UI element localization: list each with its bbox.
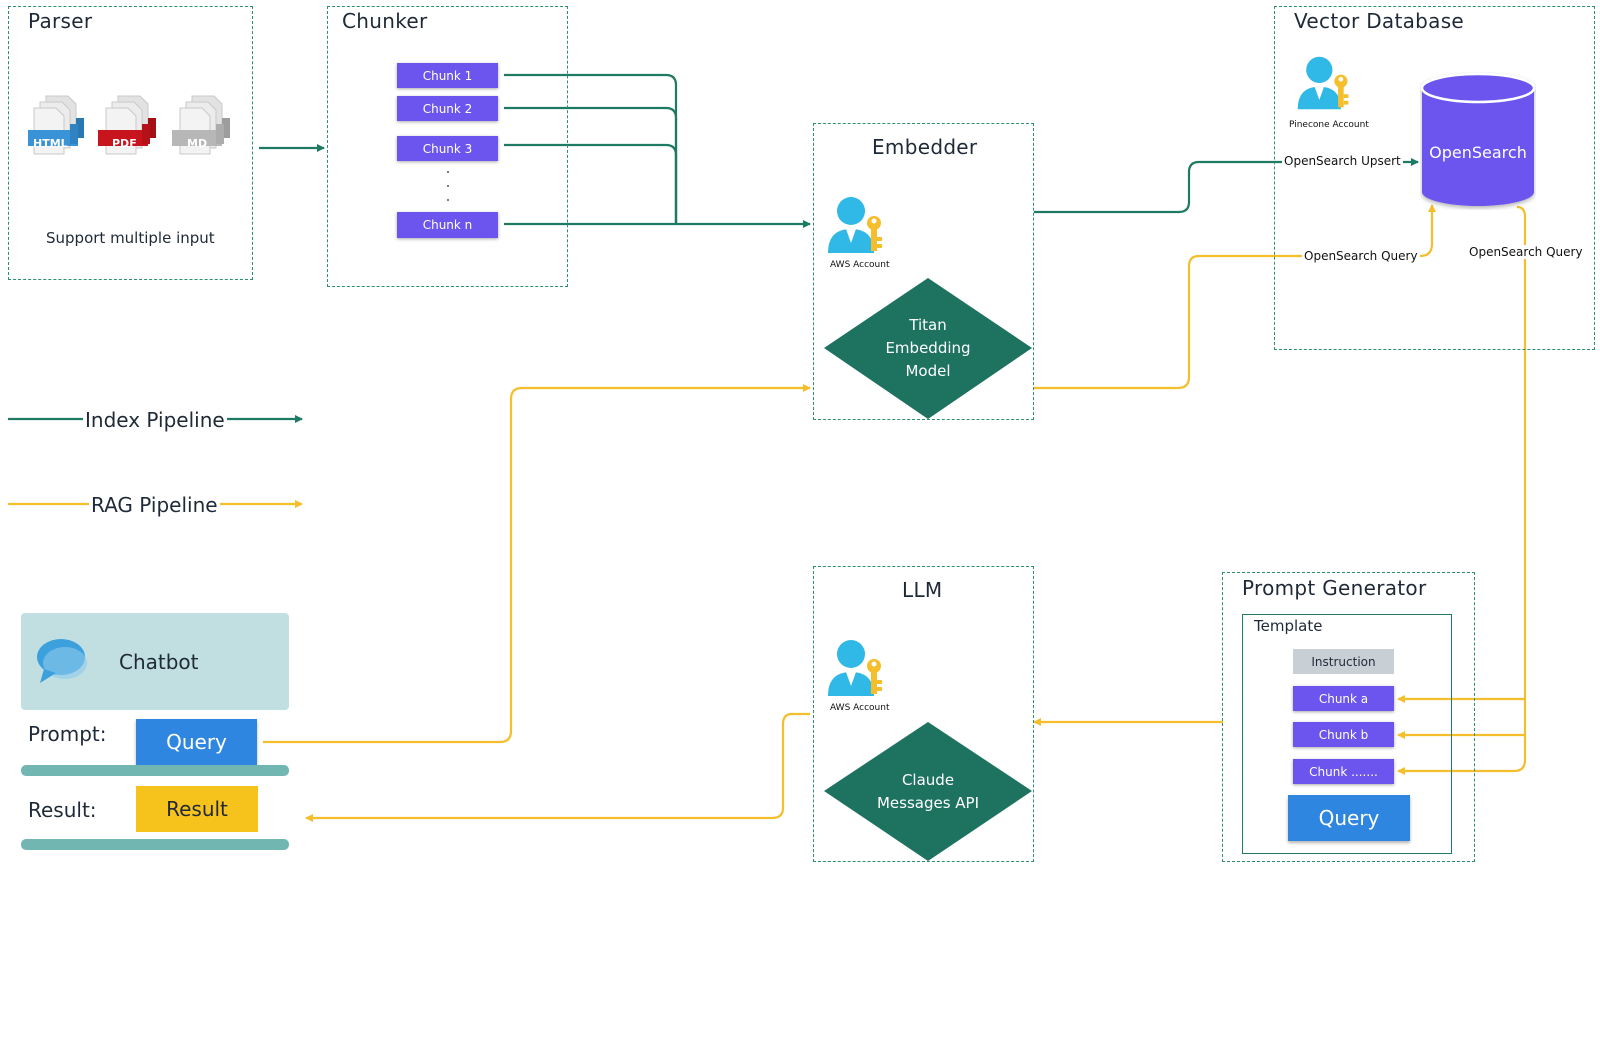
claude-model-label: Claude Messages API bbox=[876, 771, 980, 812]
chunk-3-box: Chunk 3 bbox=[397, 136, 498, 161]
chunk-a-box: Chunk a bbox=[1293, 686, 1394, 711]
embedder-panel bbox=[813, 123, 1034, 420]
opensearch-database-icon bbox=[1420, 72, 1536, 206]
md-file-icon bbox=[172, 95, 230, 155]
chunk-b-box: Chunk b bbox=[1293, 722, 1394, 747]
llm-panel bbox=[813, 566, 1034, 862]
llm-to-result-line bbox=[305, 712, 810, 822]
llm-account-label: AWS Account bbox=[830, 703, 890, 713]
parser-title: Parser bbox=[28, 9, 93, 33]
opensearch-query-in-label: OpenSearch Query bbox=[1302, 249, 1420, 263]
aws-account-icon bbox=[828, 197, 882, 253]
llm-aws-account-icon bbox=[828, 640, 882, 696]
embedder-to-opensearch-query-line bbox=[1034, 204, 1436, 390]
chunk-2-box: Chunk 2 bbox=[397, 96, 498, 121]
chunk3-line bbox=[504, 143, 678, 224]
chunker-panel bbox=[327, 6, 568, 287]
pinecone-account-label: Pinecone Account bbox=[1289, 120, 1369, 130]
chunk2-line bbox=[504, 106, 678, 224]
prompt-generator-title: Prompt Generator bbox=[1242, 576, 1427, 600]
titan-model-label: Titan Embedding Model bbox=[885, 315, 971, 380]
vector-db-panel bbox=[1274, 6, 1595, 350]
chatbot-title: Chatbot bbox=[119, 650, 199, 674]
prompt-generator-panel bbox=[1222, 572, 1475, 862]
legend-rag-label: RAG Pipeline bbox=[89, 493, 220, 517]
instruction-box: Instruction bbox=[1293, 649, 1394, 674]
embedder-title: Embedder bbox=[872, 135, 978, 159]
prompt-label: Prompt: bbox=[28, 722, 107, 746]
llm-title: LLM bbox=[902, 578, 943, 602]
parser-panel bbox=[8, 6, 253, 280]
result-label: Result: bbox=[28, 798, 97, 822]
legend-index-label: Index Pipeline bbox=[83, 408, 227, 432]
template-box bbox=[1242, 614, 1452, 854]
embedder-account-label: AWS Account bbox=[830, 260, 890, 270]
result-underline-bar bbox=[21, 839, 289, 850]
chunk-etc-box: Chunk ....... bbox=[1293, 759, 1394, 784]
query-to-embedder-line bbox=[263, 384, 811, 744]
chunk-n-box: Chunk n bbox=[397, 212, 498, 238]
opensearch-to-chunks-line bbox=[1397, 205, 1527, 775]
chunk-1-box: Chunk 1 bbox=[397, 63, 498, 88]
md-file-label: MD bbox=[187, 137, 208, 150]
chatbot-query-button[interactable]: Query bbox=[136, 719, 257, 765]
template-query-box: Query bbox=[1288, 795, 1410, 841]
opensearch-query-out-label: OpenSearch Query bbox=[1467, 245, 1585, 259]
titan-model-diamond bbox=[824, 278, 1032, 419]
html-file-icon bbox=[28, 95, 84, 155]
pdf-file-icon bbox=[98, 95, 156, 155]
vector-db-title: Vector Database bbox=[1294, 9, 1465, 33]
chunk1-line bbox=[504, 73, 678, 224]
html-file-label: HTML bbox=[33, 137, 68, 150]
template-label: Template bbox=[1254, 617, 1323, 635]
chatbot-result-box: Result bbox=[136, 786, 258, 832]
opensearch-upsert-label: OpenSearch Upsert bbox=[1282, 154, 1403, 168]
claude-model-diamond bbox=[824, 722, 1032, 861]
embedder-to-upsert-line bbox=[1034, 158, 1419, 214]
pdf-file-label: PDF bbox=[112, 137, 137, 150]
parser-caption: Support multiple input bbox=[46, 229, 215, 247]
opensearch-label: OpenSearch bbox=[1429, 143, 1527, 162]
chat-bubble-icon bbox=[37, 639, 87, 683]
pinecone-account-icon bbox=[1297, 56, 1349, 110]
prompt-underline-bar bbox=[21, 765, 289, 776]
chunker-title: Chunker bbox=[342, 9, 428, 33]
